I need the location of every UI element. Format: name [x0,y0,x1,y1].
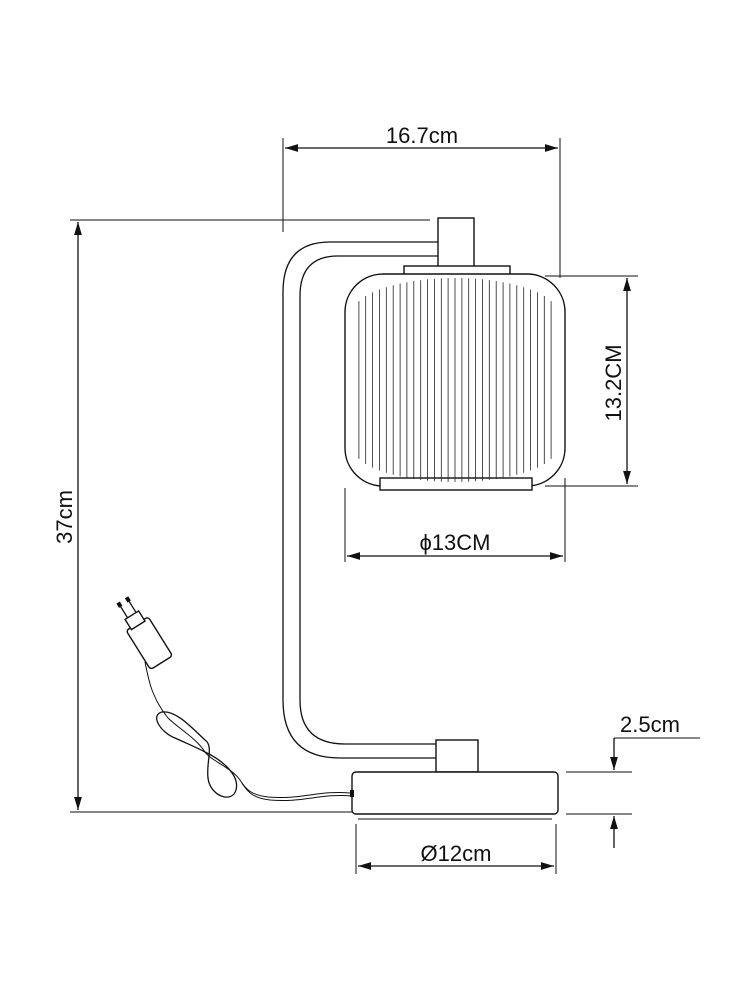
base-diameter-dimension: Ø12cm [355,824,557,874]
shade-diameter-label: ϕ13CM [419,530,490,555]
shade-height-dimension: 13.2CM [545,275,638,487]
plug [116,596,173,670]
shade-diameter-dimension: ϕ13CM [344,478,566,562]
base-height-dimension: 2.5cm [566,712,700,848]
base-height-label: 2.5cm [620,712,680,737]
arm-inner-edge [299,255,440,745]
cord-wire-second [241,782,353,802]
plug-prong-tip-right [124,596,131,603]
plug-prong-tip-left [116,601,123,608]
lamp-arm [282,217,479,773]
shade-bottom-rim [379,477,533,491]
arm-base-connector [435,739,479,773]
width-dimension: 16.7cm [282,123,561,278]
height-label: 37cm [52,490,77,544]
width-label: 16.7cm [386,123,458,148]
arm-outer-edge [282,241,440,759]
shade-height-label: 13.2CM [601,344,626,421]
base-body [351,771,559,815]
lamp-base [350,771,559,820]
cord-wire [144,661,351,799]
plug-neck [124,609,146,631]
arm-top-connector [437,217,475,269]
cord-grommet [350,790,354,797]
cord-loop [156,711,238,798]
base-diameter-label: Ø12cm [421,841,492,866]
shade-ribs [358,278,552,482]
lampshade [344,265,566,491]
height-dimension: 37cm [52,219,430,813]
power-cord [144,661,353,802]
